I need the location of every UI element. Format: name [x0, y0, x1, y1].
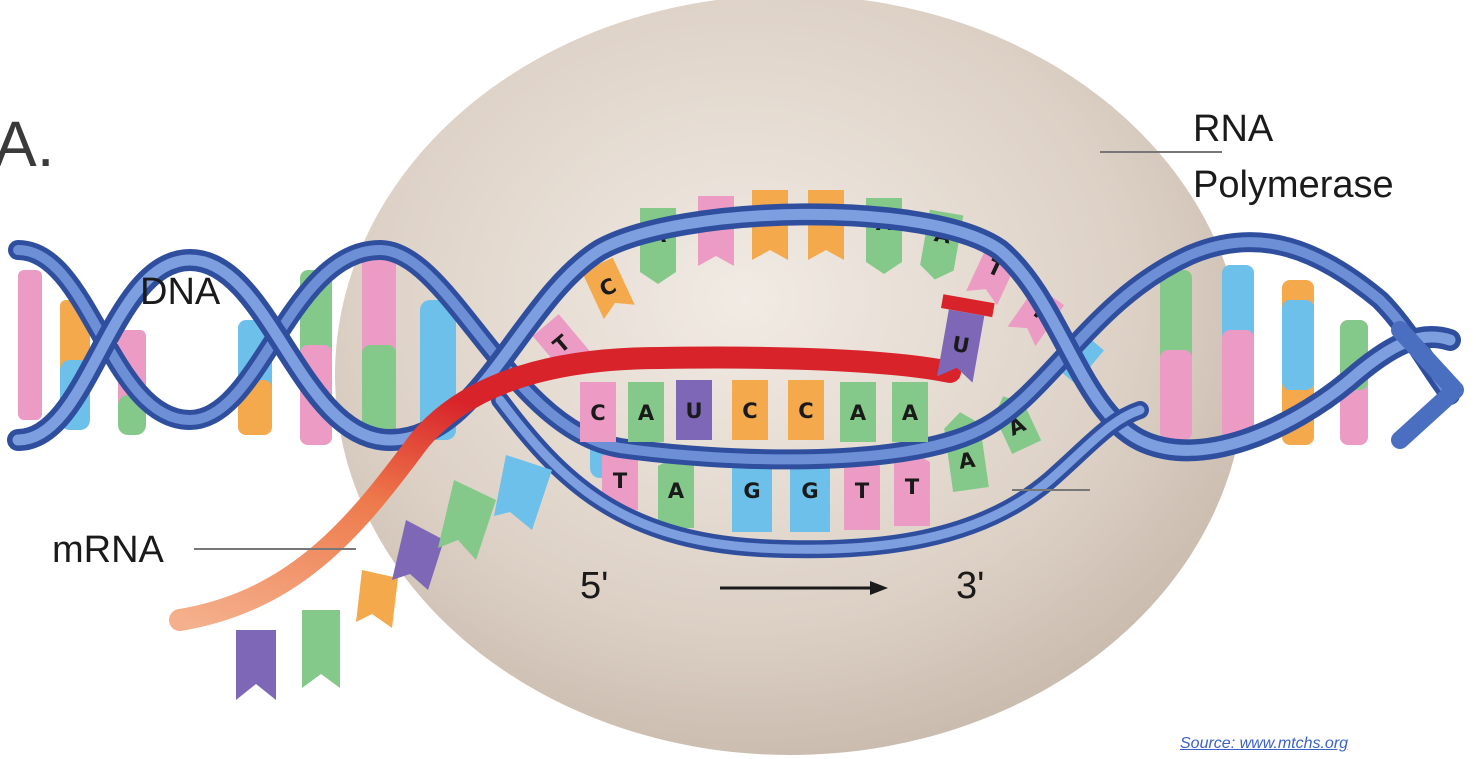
- svg-text:C: C: [590, 401, 605, 425]
- source-link[interactable]: Source: www.mtchs.org: [1180, 736, 1348, 752]
- mrna-base: A: [840, 382, 876, 442]
- svg-text:U: U: [685, 399, 702, 423]
- three-prime-label: 3': [956, 567, 984, 605]
- rna-polymerase-label-line1: RNA: [1193, 110, 1273, 148]
- svg-text:A: A: [902, 401, 919, 425]
- mrna-base: C: [732, 380, 768, 440]
- svg-text:T: T: [905, 475, 920, 499]
- rna-polymerase-blob-icon: [335, 0, 1245, 755]
- mrna-bases: C A U C C A A: [580, 380, 928, 442]
- five-prime-label: 5': [580, 567, 608, 605]
- svg-text:A: A: [668, 479, 685, 503]
- right-helix-bases: [1160, 265, 1368, 445]
- svg-text:A: A: [638, 401, 655, 425]
- lower-base: T: [894, 452, 930, 526]
- svg-text:T: T: [855, 479, 870, 503]
- mrna-label: mRNA: [52, 531, 164, 569]
- mrna-base: A: [628, 382, 664, 442]
- dna-label: DNA: [140, 273, 220, 311]
- svg-text:C: C: [798, 399, 813, 423]
- svg-text:T: T: [613, 469, 628, 493]
- mrna-base: C: [580, 382, 616, 442]
- mrna-base: C: [788, 380, 824, 440]
- svg-text:G: G: [743, 479, 760, 503]
- mrna-base: A: [892, 382, 928, 442]
- lower-base: A: [658, 456, 694, 528]
- rna-polymerase-label-line2: Polymerase: [1193, 166, 1394, 204]
- mrna-base: U: [676, 380, 712, 440]
- svg-text:G: G: [801, 479, 818, 503]
- svg-text:C: C: [742, 399, 757, 423]
- svg-text:A: A: [850, 401, 867, 425]
